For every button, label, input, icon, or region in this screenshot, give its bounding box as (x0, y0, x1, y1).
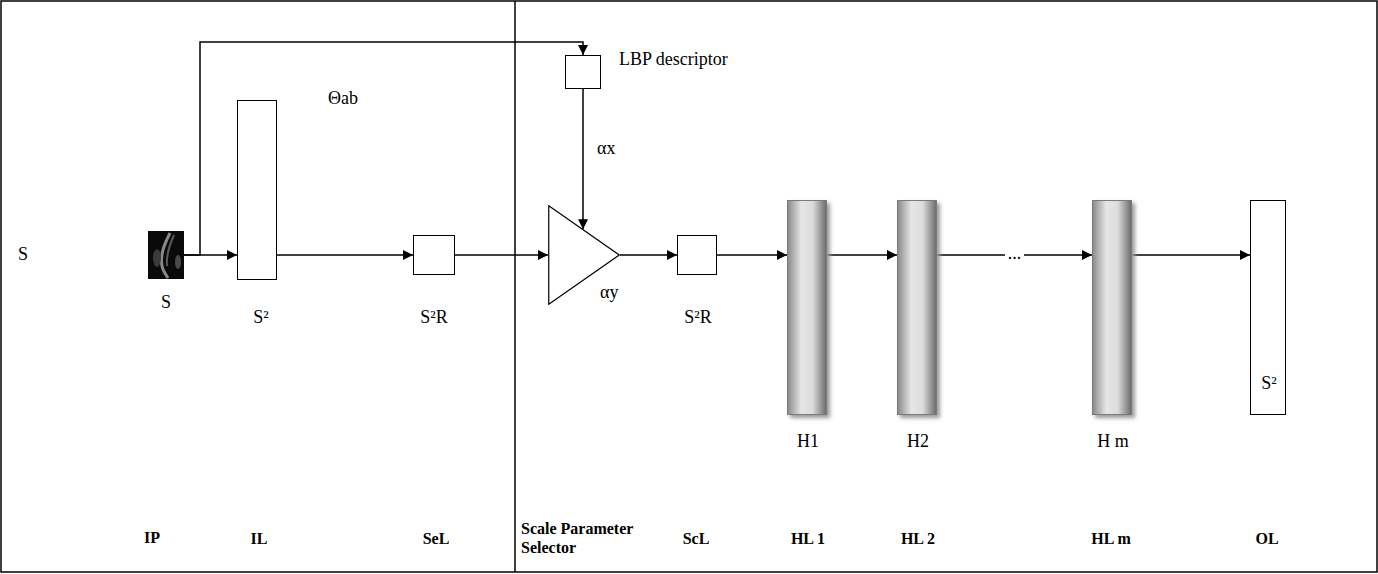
signal-label: S² (253, 307, 268, 327)
selection-layer-box: S²RSeL (413, 235, 455, 275)
mri-thumbnail (148, 231, 184, 279)
signal-label: H1 (797, 431, 819, 451)
signal-label: H2 (907, 431, 929, 451)
signal-arrow (620, 254, 677, 256)
signal-label: S² (1261, 373, 1276, 393)
scale-parameter: αx (597, 138, 615, 158)
ellipsis-label: ... (1005, 243, 1025, 263)
layer-name: HL 1 (791, 529, 825, 548)
scale-layer-box: S²RScL (677, 235, 717, 275)
input-layer-box: S²IL (237, 100, 277, 280)
signal-arrow (1132, 254, 1250, 256)
scale-parameter: αy (600, 282, 618, 302)
hidden-layer-bar: H1HL 1 (787, 200, 827, 415)
layer-name: Scale Parameter Selector (521, 519, 671, 557)
signal-label: S²R (684, 307, 711, 327)
signal-arrow (717, 254, 787, 256)
output-layer-box: S²OL (1250, 200, 1286, 415)
signal-label: S²R (420, 307, 447, 327)
hidden-layer-bar: H2HL 2 (897, 200, 937, 415)
signal-arrow (277, 254, 413, 256)
weight-label: Θab (328, 88, 358, 108)
layer-name: SeL (423, 529, 450, 548)
lbp-descriptor-box: LBP descriptor (565, 55, 601, 89)
signal-label: LBP descriptor (619, 49, 728, 69)
layer-name: OL (1255, 529, 1278, 548)
layer-name: HL m (1091, 529, 1131, 548)
layer-name: HL 2 (901, 529, 935, 548)
section-divider (514, 1, 516, 572)
hidden-layer-bar: H mHL m (1092, 200, 1132, 415)
signal-label: S (161, 292, 171, 312)
signal-label: H m (1097, 431, 1129, 451)
input-symbol: S (18, 244, 28, 264)
amplifier-triangle (549, 206, 620, 305)
layer-name: IL (251, 529, 268, 548)
layer-name: IP (144, 528, 160, 547)
input-image: SIP (148, 231, 184, 279)
signal-arrow (827, 254, 897, 256)
layer-name: ScL (683, 529, 710, 548)
signal-arrow (582, 89, 584, 229)
signal-arrow (455, 254, 548, 256)
